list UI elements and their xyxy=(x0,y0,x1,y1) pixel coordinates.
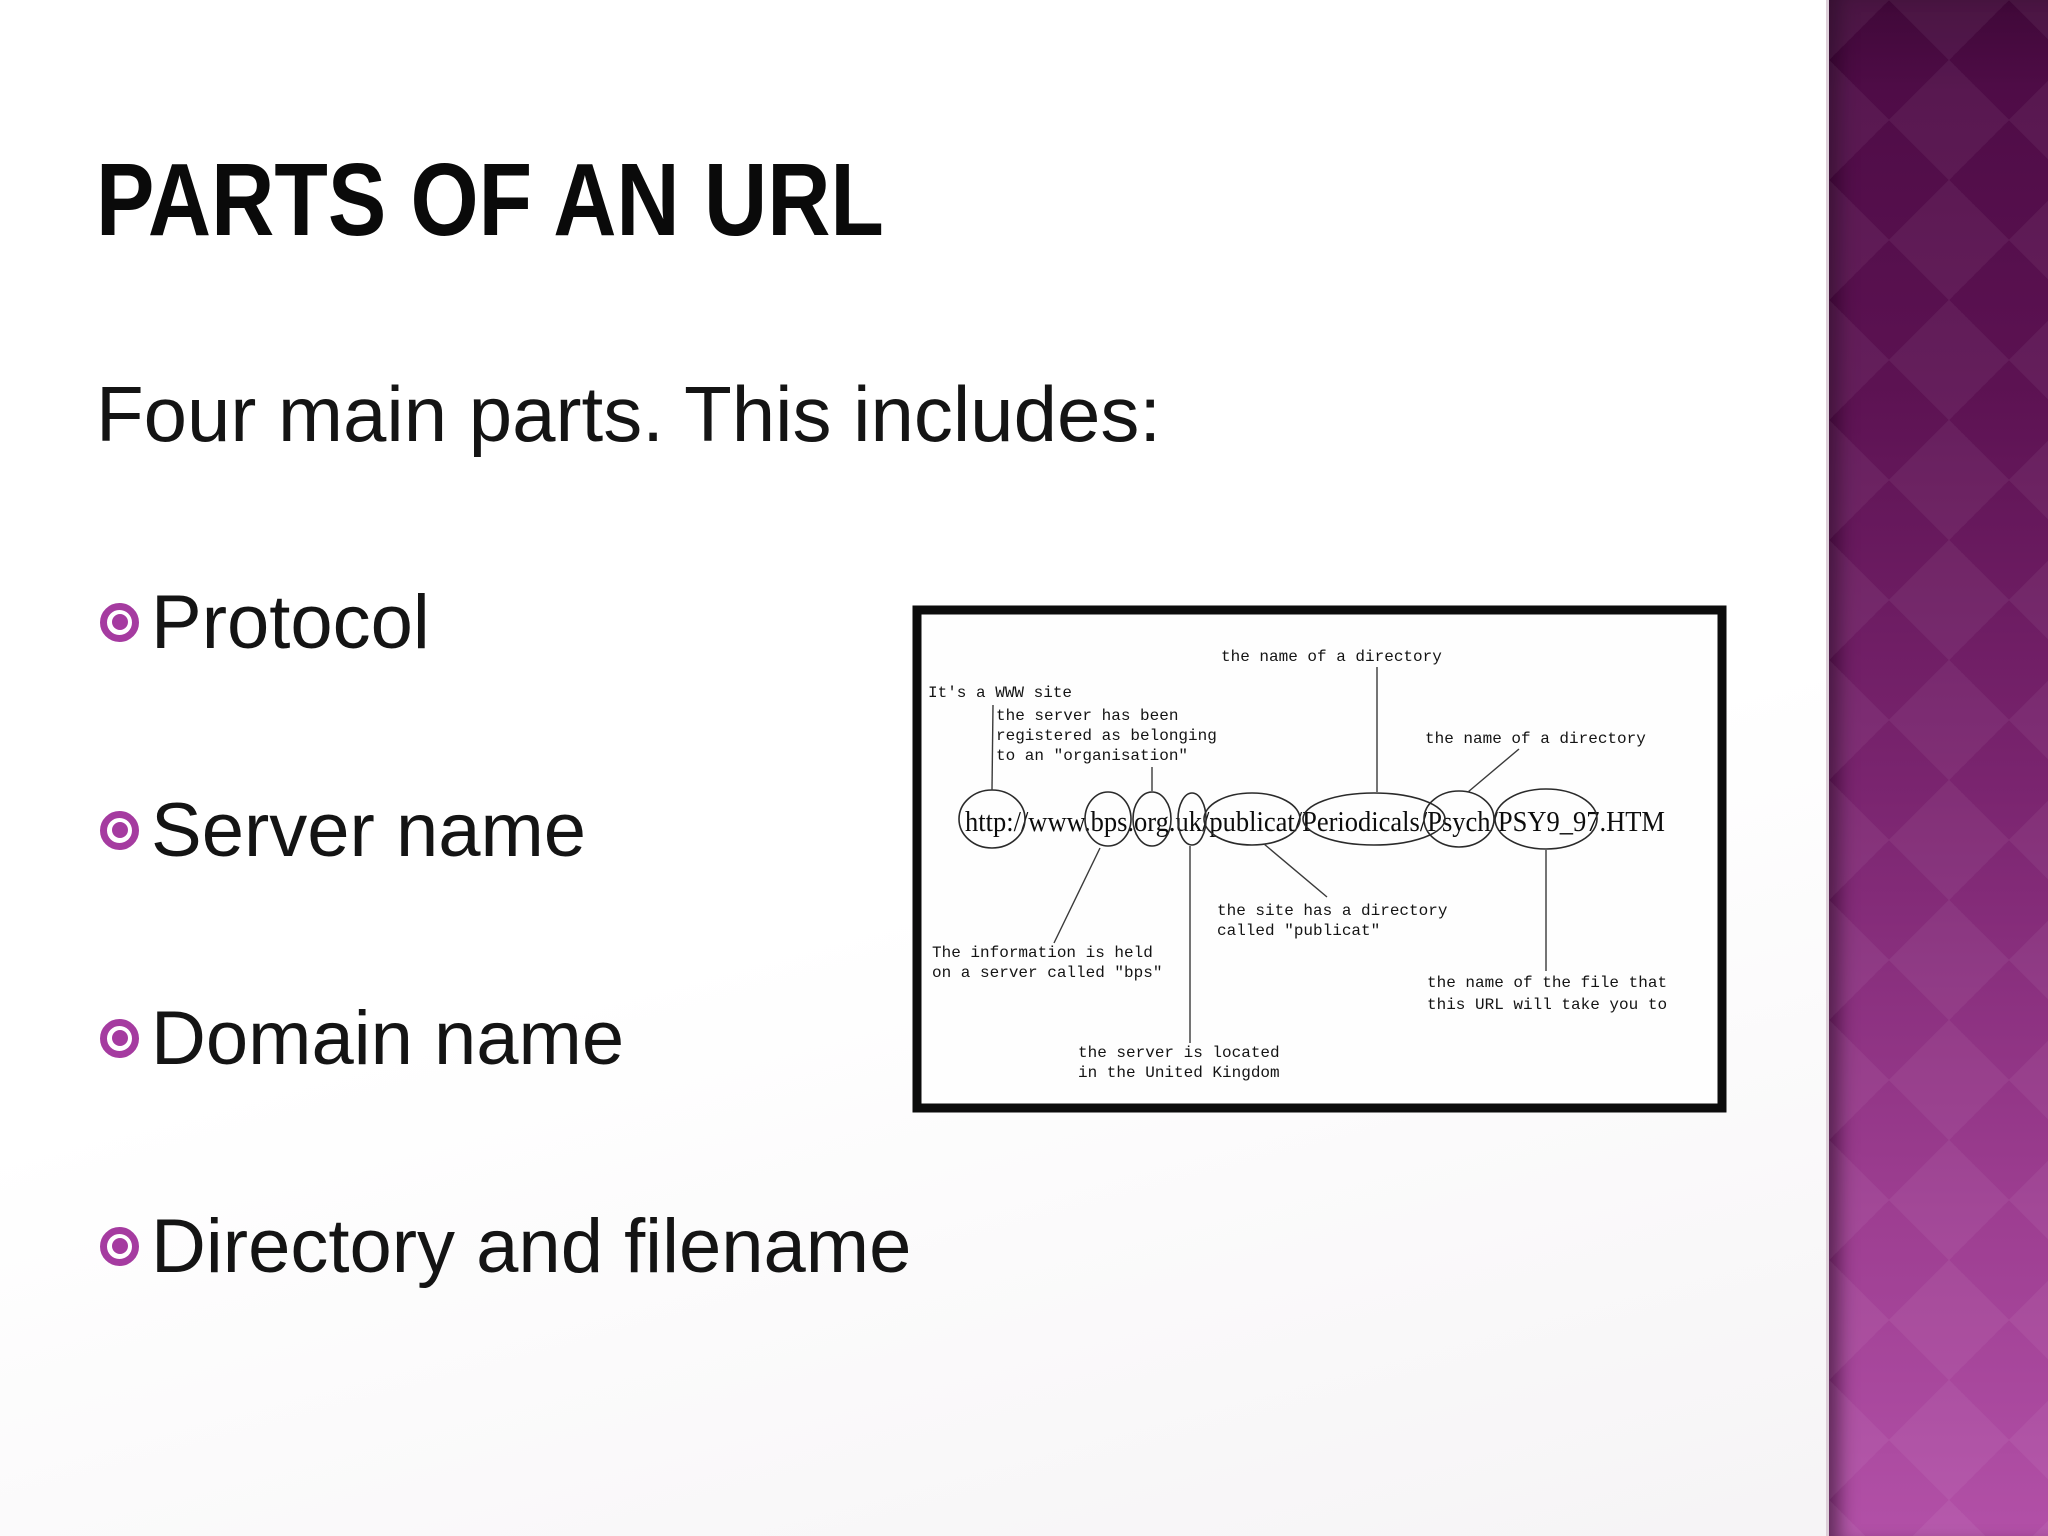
bullet-icon xyxy=(100,602,139,642)
ellipse-filename xyxy=(1494,788,1598,850)
annotation-location-uk-line1: the server is located xyxy=(1078,1044,1280,1062)
bullet-label: Protocol xyxy=(151,579,430,665)
annotation-directory-top: the name of a directory xyxy=(1221,648,1442,666)
ellipse-org xyxy=(1132,791,1172,847)
page-title-text: PARTS OF AN URL xyxy=(96,142,884,257)
ellipse-uk xyxy=(1177,792,1207,846)
bullet-icon xyxy=(100,1226,139,1266)
annotation-location-uk-line2: in the United Kingdom xyxy=(1078,1064,1280,1082)
annotation-server-bps-line2: on a server called "bps" xyxy=(932,964,1162,982)
bullet-label: Domain name xyxy=(151,995,625,1081)
annotation-publicat-line1: the site has a directory xyxy=(1217,902,1448,920)
leader-publicat xyxy=(1263,843,1328,898)
annotation-www-site: It's a WWW site xyxy=(928,684,1072,702)
annotation-organisation-line3: to an "organisation" xyxy=(996,747,1188,765)
bullet-label: Directory and filename xyxy=(151,1203,912,1289)
annotation-organisation-line2: registered as belonging xyxy=(996,727,1217,745)
intro-text: Four main parts. This includes: xyxy=(96,370,1161,458)
sidebar-diamond-pattern xyxy=(1829,0,2048,1536)
leader-server-bps xyxy=(1053,847,1101,944)
leader-www-site xyxy=(991,704,994,791)
diagram-frame xyxy=(912,605,1727,1113)
bullet-item-protocol: Protocol xyxy=(100,574,430,670)
leader-directory-right xyxy=(1467,748,1520,793)
url-diagram: http://www.bps.org.uk/publicat/Periodica… xyxy=(912,605,1727,1113)
bullet-icon xyxy=(100,1018,139,1058)
url-diagram-svg: http://www.bps.org.uk/publicat/Periodica… xyxy=(912,605,1727,1113)
bullet-item-server-name: Server name xyxy=(100,782,586,878)
annotation-filename-line2: this URL will take you to xyxy=(1427,996,1667,1014)
annotation-organisation-line1: the server has been xyxy=(996,707,1178,725)
bullet-label: Server name xyxy=(151,787,587,873)
annotation-directory-right: the name of a directory xyxy=(1425,730,1646,748)
ellipse-periodicals xyxy=(1302,792,1446,846)
sidebar-decoration xyxy=(1826,0,2048,1536)
bullet-item-domain-name: Domain name xyxy=(100,990,624,1086)
annotation-filename-line1: the name of the file that xyxy=(1427,974,1667,992)
ellipse-publicat xyxy=(1203,792,1301,846)
bullet-item-directory-filename: Directory and filename xyxy=(100,1198,911,1294)
annotation-server-bps-line1: The information is held xyxy=(932,944,1153,962)
ellipse-bps xyxy=(1084,791,1132,847)
page-title: PARTS OF AN URL xyxy=(96,141,1023,259)
annotation-publicat-line2: called "publicat" xyxy=(1217,922,1380,940)
ellipse-psych xyxy=(1423,790,1495,848)
bullet-icon xyxy=(100,810,139,850)
